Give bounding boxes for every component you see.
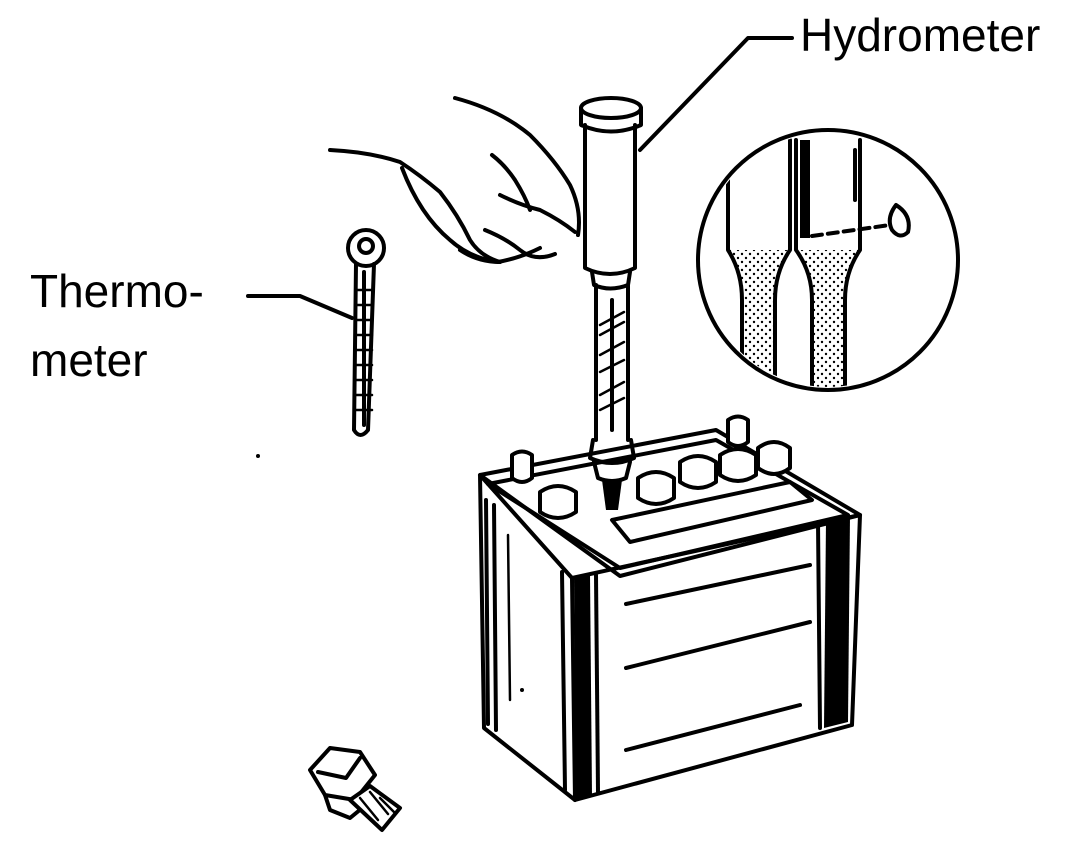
hydrometer-leader-line xyxy=(638,36,794,152)
thermometer-label-line2: meter xyxy=(30,334,148,386)
bolt-icon xyxy=(308,746,402,832)
battery-icon xyxy=(478,414,862,802)
thermometer-label-line1: Thermo- xyxy=(30,265,204,317)
hand-icon xyxy=(328,96,581,264)
hydrometer-icon xyxy=(579,96,643,510)
thermometer-leader-line xyxy=(246,294,354,320)
hydrometer-label: Hydrometer xyxy=(800,9,1041,61)
magnified-reading-icon xyxy=(696,128,960,392)
thermometer-icon xyxy=(346,228,386,437)
